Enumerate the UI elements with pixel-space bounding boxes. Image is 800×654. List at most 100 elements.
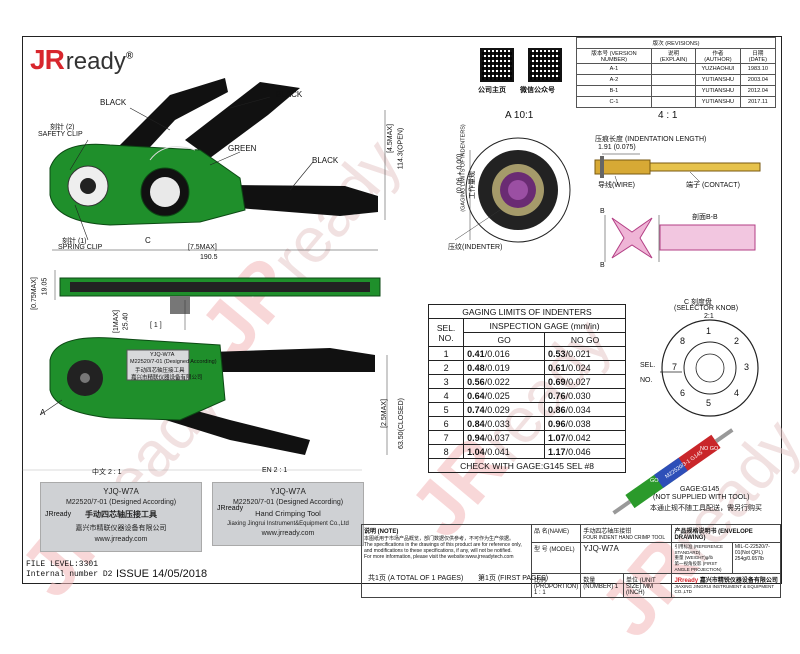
go-in: /0.025 — [484, 390, 510, 401]
view-a-scale: A 10:1 — [505, 110, 534, 121]
qr-code-homepage — [480, 48, 514, 82]
card-en-model: YJQ-W7A — [270, 487, 306, 496]
knob-number-1: 1 — [706, 326, 712, 336]
nogo-mm: 0.53 — [548, 348, 566, 359]
dim-190: 190.5 — [200, 254, 218, 261]
nameplate-card-cn: YJQ-W7A M22520/7-01 (Designed According)… — [40, 482, 202, 552]
file-level: FILE LEVEL:3301 — [26, 560, 99, 569]
card-en-brand: JRready — [217, 505, 244, 512]
col-sel-label: SEL. — [436, 322, 456, 333]
number-label: 数量 (NUMBER) — [583, 578, 614, 590]
go-in: /0.037 — [484, 432, 510, 443]
upper-handle-black-2 — [185, 82, 300, 158]
view-c-sub: (SELECTOR KNOB) — [674, 305, 739, 312]
card-cn-company: 嘉兴市精联仪器设备有限公司 — [75, 525, 167, 532]
go-mm: 0.74 — [467, 404, 485, 415]
name-label: 品 名(NAME) — [530, 524, 582, 543]
dim-2-5max: [2.5MAX] — [380, 399, 388, 428]
model-value: YJQ-W7A — [580, 542, 673, 574]
nogo-mm: 0.76 — [548, 390, 566, 401]
dim-0-75max: [0.75MAX] — [30, 277, 38, 310]
nogo-in: /0.038 — [565, 418, 591, 429]
gage-note-cn: 本通止规不随工具配送，需另行购买 — [650, 505, 762, 512]
dim-7-5max: [7.5MAX] — [188, 244, 217, 251]
scale-value: 1 : 1 — [534, 590, 546, 596]
name-cn: 手动四芯轴压接钳 — [583, 529, 632, 535]
spec-title: 产品规格说明书 (ENVELOPE DRAWING) — [671, 524, 781, 543]
total-pages: 共1页 (A TOTAL OF 1 PAGES) — [368, 575, 464, 582]
rev-cell — [650, 96, 697, 108]
title-block: 说明 (NOTE) 本图纸用于市场产品概览，部门数据仅供参考，不可作为生产依据。… — [361, 524, 782, 598]
dim-114: 114.3(OPEN) — [397, 127, 405, 170]
dim-4-5max: [4.5MAX] — [386, 124, 394, 153]
card-scale-cn: 中文 2 : 1 — [92, 469, 122, 476]
sel-no: 5 — [427, 402, 465, 417]
go-mm: 0.64 — [467, 390, 485, 401]
col-go: GO — [463, 332, 546, 347]
nameplate-std: M22520/7-01 (Designed According) — [130, 359, 217, 365]
card-cn-web: www.jrready.com — [94, 536, 148, 543]
detail-a-outer — [465, 137, 571, 243]
bottom-upper-handle — [210, 348, 375, 372]
sel-no: 1 — [427, 346, 465, 361]
nameplate-company: 嘉兴市精联仪器设备有限公司 — [131, 375, 203, 381]
go-in: /0.029 — [484, 404, 510, 415]
col-gage: INSPECTION GAGE (mm/in) — [463, 318, 626, 333]
weight-label: 重量 (WEIGHT)g/lb — [674, 555, 713, 560]
label-black-1: BLACK — [100, 98, 127, 107]
proj-label: 第一视角投影 (FIRST ANGLE PROJECTION) — [674, 561, 722, 572]
label-indent-length: 压痕长度 (INDENTATION LENGTH) — [595, 136, 707, 143]
gage-g145 — [612, 428, 734, 515]
label-a-marker: A — [40, 408, 46, 417]
col-sel: SEL.NO. — [427, 318, 465, 347]
ref-label: 引用标准 (REFERENCE STANDARD) — [674, 544, 723, 555]
nogo-in: /0.021 — [565, 348, 591, 359]
number-cell: 数量 (NUMBER) 1 — [580, 573, 624, 598]
label-black-2: BLACK — [276, 90, 303, 99]
brand-logo: JRready® — [30, 44, 133, 75]
card-en-web: www.jrready.com — [261, 530, 315, 537]
nogo-in: /0.046 — [565, 446, 591, 457]
label-safety-cn: 刻针 (2) — [50, 124, 75, 131]
label-contact: 端子 (CONTACT) — [686, 182, 740, 189]
label-sel: SEL. — [640, 362, 656, 369]
qr-code-wechat — [528, 48, 562, 82]
go-in: /0.016 — [484, 348, 510, 359]
issue-date: ISSUE 14/05/2018 — [116, 568, 208, 580]
go-mm: 0.84 — [467, 418, 485, 429]
nogo-mm: 0.61 — [548, 362, 566, 373]
ref-value: MIL-C-22520/7-01(Not QPL) — [734, 544, 770, 556]
qr-caption-homepage: 公司主页 — [478, 87, 506, 94]
knob-number-7: 7 — [672, 362, 678, 372]
label-wire: 导线(WIRE) — [598, 182, 635, 189]
go-in: /0.022 — [484, 376, 510, 387]
go-mm: 0.94 — [467, 432, 485, 443]
revisions-table: 版次 (REVISIONS) 版本号 (VERSION NUMBER) 说明 (… — [576, 37, 777, 108]
label-section-bb: 剖面B-B — [692, 214, 718, 221]
weight-value: 254g/0.657lb — [734, 556, 764, 562]
knob-number-2: 2 — [734, 336, 740, 346]
col-nogo: NO GO — [544, 332, 626, 347]
gaging-title: GAGING LIMITS OF INDENTERS — [428, 304, 626, 319]
contact-pin — [649, 162, 761, 172]
label-safety-en: SAFETY CLIP — [38, 131, 83, 138]
unit-cell: 单位 (UNIT SIZE) MM (INCH) — [622, 573, 673, 598]
sel-no: 2 — [427, 360, 465, 375]
label-c-marker: C — [145, 236, 151, 245]
nogo-in: /0.024 — [565, 362, 591, 373]
label-indent-value: 1.91 (0.075) — [598, 144, 636, 151]
dim-1-bracket: [ 1 ] — [150, 322, 162, 329]
dim-25: 25.40 — [122, 312, 130, 331]
sel-no: 3 — [427, 374, 465, 389]
dim-19: 19.05 — [41, 277, 49, 296]
company-brand: JRready — [674, 578, 699, 584]
section-bb-cross — [611, 217, 653, 259]
note-web: For more information, please visit the w… — [364, 554, 514, 560]
gaging-limits-table: GAGING LIMITS OF INDENTERS SEL.NO. INSPE… — [427, 304, 626, 473]
label-black-3: BLACK — [312, 156, 339, 165]
